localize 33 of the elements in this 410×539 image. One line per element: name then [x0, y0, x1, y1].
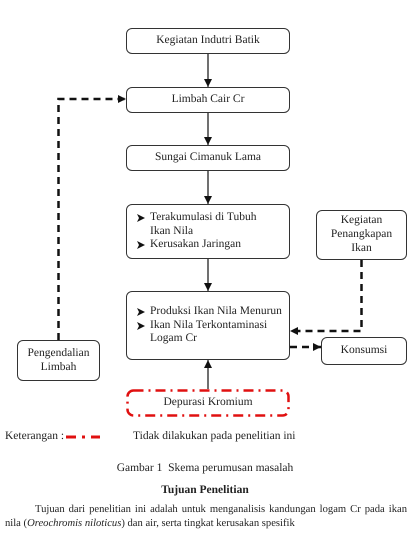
process-box	[316, 210, 407, 260]
arrow	[204, 54, 212, 87]
node-text: Terakumulasi di Tubuh Ikan Nila	[150, 210, 258, 238]
arrow	[204, 360, 212, 389]
node-text: Pengendalian Limbah	[26, 346, 90, 374]
node-text: Kerusakan Jaringan	[150, 238, 242, 252]
arrow	[290, 260, 363, 335]
process-box	[321, 337, 407, 365]
figure-caption: Gambar 1 Skema perumusan masalah	[116, 462, 294, 474]
legend-label: Tidak dilakukan pada penelitian ini	[133, 430, 296, 442]
node-text: Kegiatan Penangkapan Ikan	[330, 214, 394, 256]
process-box	[126, 28, 290, 54]
arrow	[204, 259, 212, 291]
node-text: Produksi Ikan Nila Menurun	[150, 304, 282, 319]
process-box	[126, 291, 290, 360]
node-text: Sungai Cimanuk Lama	[154, 151, 262, 165]
legend-heading: Keterangan :	[5, 430, 64, 442]
section-heading: Tujuan Penelitian	[160, 484, 250, 496]
node-text: Konsumsi	[340, 344, 388, 358]
arrow	[57, 95, 126, 340]
process-box	[17, 340, 100, 381]
body-paragraph: Tujuan dari penelitian ini adalah untuk menganalisis kandungan logam Cr pada ikan nila (Oreochromis niloticus) dan air, serta tingkat kerusakan spesifik	[5, 503, 407, 531]
node-text: Kegiatan Indutri Batik	[156, 34, 260, 48]
node-text: Limbah Cair Cr	[172, 93, 244, 107]
process-box	[126, 87, 290, 113]
node-text: Ikan Nila Terkontaminasi Logam Cr	[150, 318, 268, 346]
node-text: Depurasi Kromium	[163, 396, 253, 410]
process-box	[126, 145, 290, 171]
dashed-box	[126, 389, 290, 417]
process-box	[126, 204, 290, 259]
arrow	[204, 171, 212, 204]
arrow	[204, 113, 212, 145]
arrow	[290, 343, 321, 351]
